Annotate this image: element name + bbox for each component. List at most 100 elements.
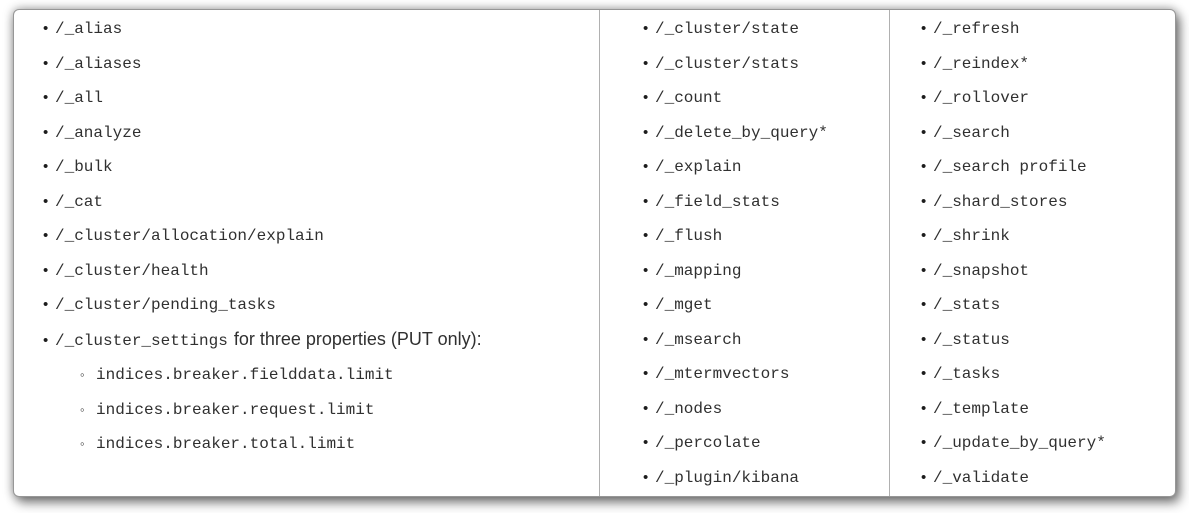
bullet-icon: •	[43, 261, 49, 279]
endpoint-path: /_cluster/stats	[655, 54, 800, 73]
endpoint-item: • /_all	[43, 81, 599, 116]
endpoint-item: • /_aliases	[43, 47, 599, 82]
endpoint-item: •/_delete_by_query*	[643, 116, 889, 151]
endpoint-item: •/_mget	[643, 288, 889, 323]
circle-bullet-icon: ◦	[80, 436, 85, 451]
bullet-icon: •	[43, 192, 49, 210]
endpoint-path: /_cluster_settings	[55, 331, 228, 350]
bullet-icon: •	[643, 399, 649, 417]
endpoint-path: /_stats	[933, 296, 1001, 314]
bullet-icon: •	[921, 330, 927, 348]
endpoint-item: • /_percolate	[643, 426, 889, 461]
bullet-icon: •	[643, 434, 649, 451]
endpoint-path: /_reindex*	[933, 54, 1030, 73]
endpoint-path: /_percolate	[655, 434, 761, 452]
endpoint-path: /_shrink	[933, 227, 1010, 245]
endpoint-item: •/_explain	[643, 150, 889, 185]
bullet-icon: •	[643, 20, 649, 37]
endpoint-path: /_all	[55, 89, 104, 107]
bullet-icon: •	[643, 227, 649, 244]
endpoint-path: /_validate	[933, 468, 1030, 487]
endpoint-item: •/_status	[921, 323, 1175, 358]
property-item: ◦indices.breaker.fielddata.limit	[80, 358, 599, 393]
bullet-icon: •	[643, 365, 649, 382]
property-item: ◦indices.breaker.request.limit	[80, 393, 599, 428]
endpoint-path: /_rollover	[933, 89, 1030, 107]
endpoint-item: • /_stats	[921, 288, 1175, 323]
endpoint-path: /_analyze	[55, 123, 142, 142]
property-code: indices.breaker.total.limit	[96, 435, 356, 453]
bullet-icon: •	[643, 261, 649, 279]
endpoint-path: /_cluster/health	[55, 261, 209, 280]
endpoint-item: •/_search	[921, 116, 1175, 151]
endpoint-item: • /_shrink	[921, 219, 1175, 254]
bullet-icon: •	[43, 331, 49, 349]
bullet-icon: •	[921, 468, 927, 486]
endpoint-path: /_search profile	[933, 158, 1087, 176]
endpoint-path: /_plugin/kibana	[655, 468, 800, 487]
endpoint-path: /_msearch	[655, 330, 742, 349]
endpoint-item: •/_update_by_query*	[921, 426, 1175, 461]
endpoint-item: • /_plugin/kibana	[643, 461, 889, 496]
property-code: indices.breaker.fielddata.limit	[96, 366, 394, 384]
endpoint-path: /_bulk	[55, 158, 113, 176]
endpoint-path: /_field_stats	[655, 192, 780, 211]
endpoint-column-3: •/_refresh•/_reindex*•/_rollover•/_searc…	[889, 10, 1175, 496]
bullet-icon: •	[43, 123, 49, 141]
endpoint-note: for three properties (PUT only):	[233, 328, 482, 349]
bullet-icon: •	[43, 296, 49, 313]
endpoint-item: • /_cat	[43, 185, 599, 220]
endpoint-path: /_aliases	[55, 54, 142, 73]
bullet-icon: •	[921, 20, 927, 37]
endpoint-path: /_nodes	[655, 399, 723, 418]
bullet-icon: •	[43, 227, 49, 244]
endpoint-columns: •/_alias•/_aliases•/_all•/_analyze•/_bul…	[14, 10, 1175, 496]
endpoint-item: •/_count	[643, 81, 889, 116]
property-item: ◦ indices.breaker.total.limit	[80, 427, 599, 462]
endpoint-path: /_refresh	[933, 20, 1020, 38]
bullet-icon: •	[921, 158, 927, 175]
endpoint-item: • /_nodes	[643, 392, 889, 427]
bullet-icon: •	[921, 261, 927, 279]
bullet-icon: •	[43, 89, 49, 106]
endpoint-path: /_cluster/state	[655, 20, 800, 38]
endpoint-item: • /_cluster/health	[43, 254, 599, 289]
endpoint-item: •/_bulk	[43, 150, 599, 185]
endpoint-item: •/_msearch	[643, 323, 889, 358]
endpoint-item: •/_cluster/pending_tasks	[43, 288, 599, 323]
bullet-icon: •	[43, 54, 49, 72]
endpoint-path: /_alias	[55, 20, 123, 38]
endpoint-path: /_snapshot	[933, 261, 1030, 280]
endpoint-item: • /_cluster_settings for three properties …	[43, 323, 599, 359]
bullet-icon: •	[921, 227, 927, 244]
endpoint-item: •/_field_stats	[643, 185, 889, 220]
endpoint-item: • /_cluster/state	[643, 12, 889, 47]
endpoint-item: • /_search profile	[921, 150, 1175, 185]
endpoint-path: /_delete_by_query*	[655, 123, 828, 142]
endpoint-item: •/_shard_stores	[921, 185, 1175, 220]
bullet-icon: •	[43, 20, 49, 37]
bullet-icon: •	[921, 296, 927, 313]
endpoint-path: /_flush	[655, 227, 723, 245]
endpoint-item: • /_template	[921, 392, 1175, 427]
endpoint-item: • /_rollover	[921, 81, 1175, 116]
endpoint-path: /_mapping	[655, 261, 742, 280]
endpoint-path: /_cat	[55, 192, 104, 211]
endpoint-item: •/_cluster/stats	[643, 47, 889, 82]
endpoint-path: /_tasks	[933, 365, 1001, 383]
bullet-icon: •	[921, 89, 927, 106]
endpoint-column-2: •/_cluster/state•/_cluster/stats•/_count…	[599, 10, 889, 496]
endpoint-item: • /_snapshot	[921, 254, 1175, 289]
endpoint-path: /_search	[933, 123, 1010, 142]
endpoint-item: •/_cluster/allocation/explain	[43, 219, 599, 254]
endpoint-path: /_explain	[655, 158, 742, 176]
endpoint-item: • /_refresh	[921, 12, 1175, 47]
endpoint-item: • /_validate	[921, 461, 1175, 496]
bullet-icon: •	[921, 54, 927, 72]
endpoint-item: •/_tasks	[921, 357, 1175, 392]
bullet-icon: •	[643, 89, 649, 106]
endpoint-path: /_shard_stores	[933, 192, 1068, 211]
bullet-icon: •	[643, 468, 649, 486]
endpoint-path: /_template	[933, 399, 1030, 418]
bullet-icon: •	[921, 399, 927, 417]
